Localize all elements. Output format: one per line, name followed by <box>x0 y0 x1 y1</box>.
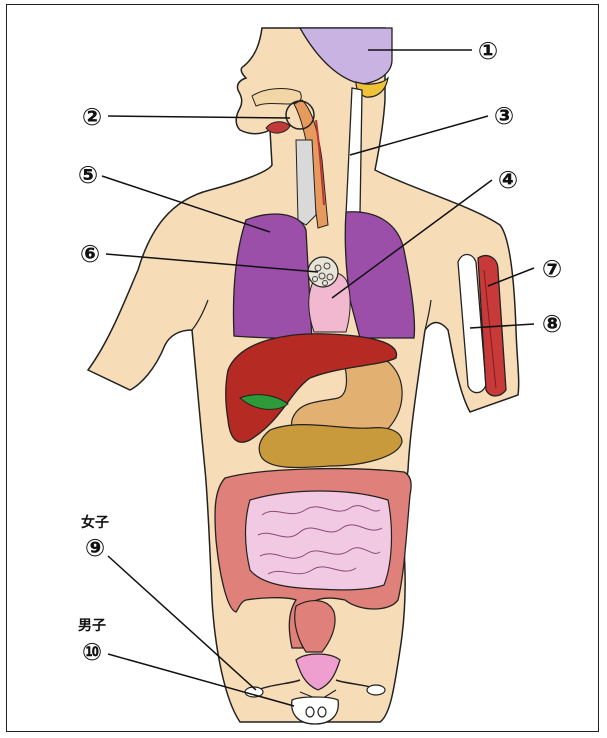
callout-1: ① <box>478 37 498 65</box>
right-ovary <box>367 685 385 695</box>
callout-4: ④ <box>498 166 518 194</box>
small-intestine <box>246 491 392 590</box>
caption-10: 男子 <box>78 618 106 634</box>
callout-2: ② <box>82 103 102 131</box>
callout-9: ⑨ <box>85 534 105 562</box>
testes <box>292 697 339 724</box>
callout-10: ⑩ <box>82 638 102 666</box>
left-lung <box>234 214 313 340</box>
caption-9: 女子 <box>81 514 109 531</box>
callout-7: ⑦ <box>542 255 562 283</box>
callout-6: ⑥ <box>80 240 100 268</box>
callout-8: ⑧ <box>542 310 562 338</box>
callout-3: ③ <box>494 102 514 130</box>
callout-5: ⑤ <box>78 161 98 189</box>
trachea <box>296 140 316 225</box>
